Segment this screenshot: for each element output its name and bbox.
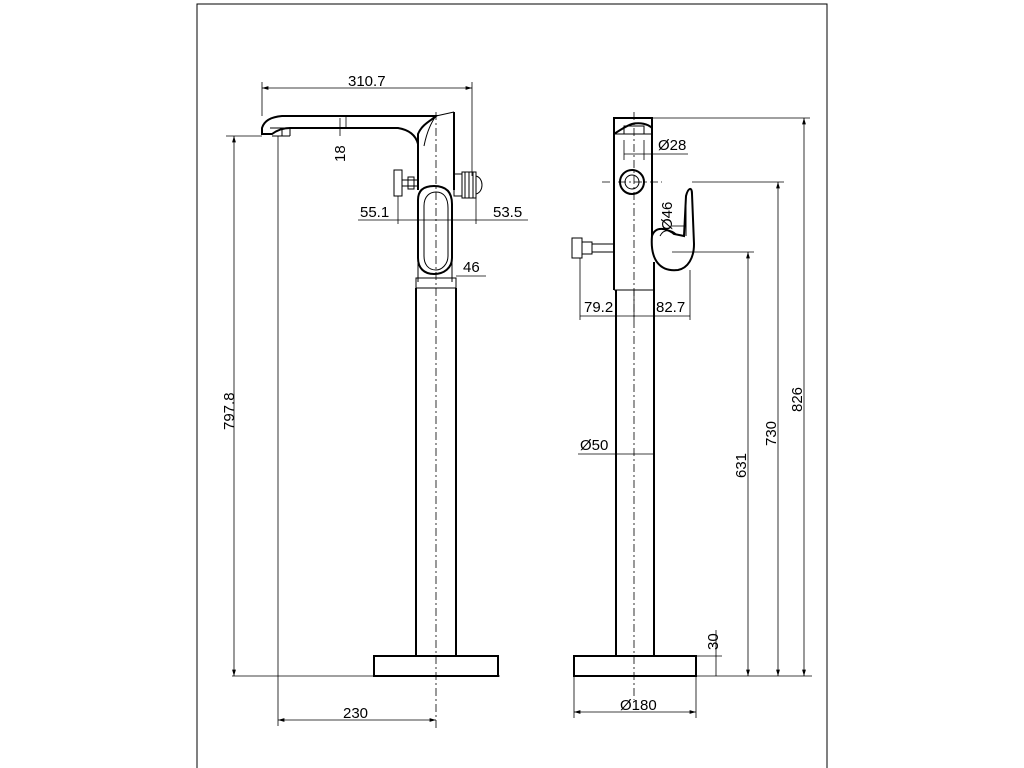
dim-spout-reach: 310.7 (348, 73, 386, 90)
dim-spout-diameter: Ø28 (658, 137, 686, 154)
side-stub-pipe (571, 237, 614, 259)
dim-spout-height: 18 (332, 145, 349, 162)
dim-height-730: 730 (763, 421, 780, 446)
dim-total-height: 797.8 (221, 392, 238, 430)
side-base-plate (573, 655, 697, 677)
dim-handle-diameter: Ø46 (659, 202, 676, 230)
dim-connector-left: 55.1 (360, 204, 389, 221)
dim-height-631: 631 (733, 453, 750, 478)
right-connector (453, 171, 483, 199)
dim-base-diameter: Ø180 (620, 697, 657, 714)
side-handle (650, 188, 696, 272)
front-view: 310.7 18 55.1 53.5 46 797.8 230 (221, 73, 528, 728)
spout-outline (261, 115, 439, 145)
dim-height-826: 826 (789, 387, 806, 412)
dim-connector-79: 79.2 (584, 299, 613, 316)
dim-connector-82: 82.7 (656, 299, 685, 316)
dim-base-thickness: 30 (705, 633, 722, 650)
drawing-frame (196, 3, 828, 768)
left-connector (393, 169, 418, 197)
dim-pipe-diameter: Ø50 (580, 437, 608, 454)
handle-lever (417, 184, 453, 276)
side-view: Ø28 Ø46 79.2 82.7 Ø50 631 730 826 30 (571, 112, 812, 718)
dim-base-offset: 230 (343, 705, 368, 722)
dim-connector-right: 53.5 (493, 204, 522, 221)
dim-handle-width: 46 (463, 259, 480, 276)
